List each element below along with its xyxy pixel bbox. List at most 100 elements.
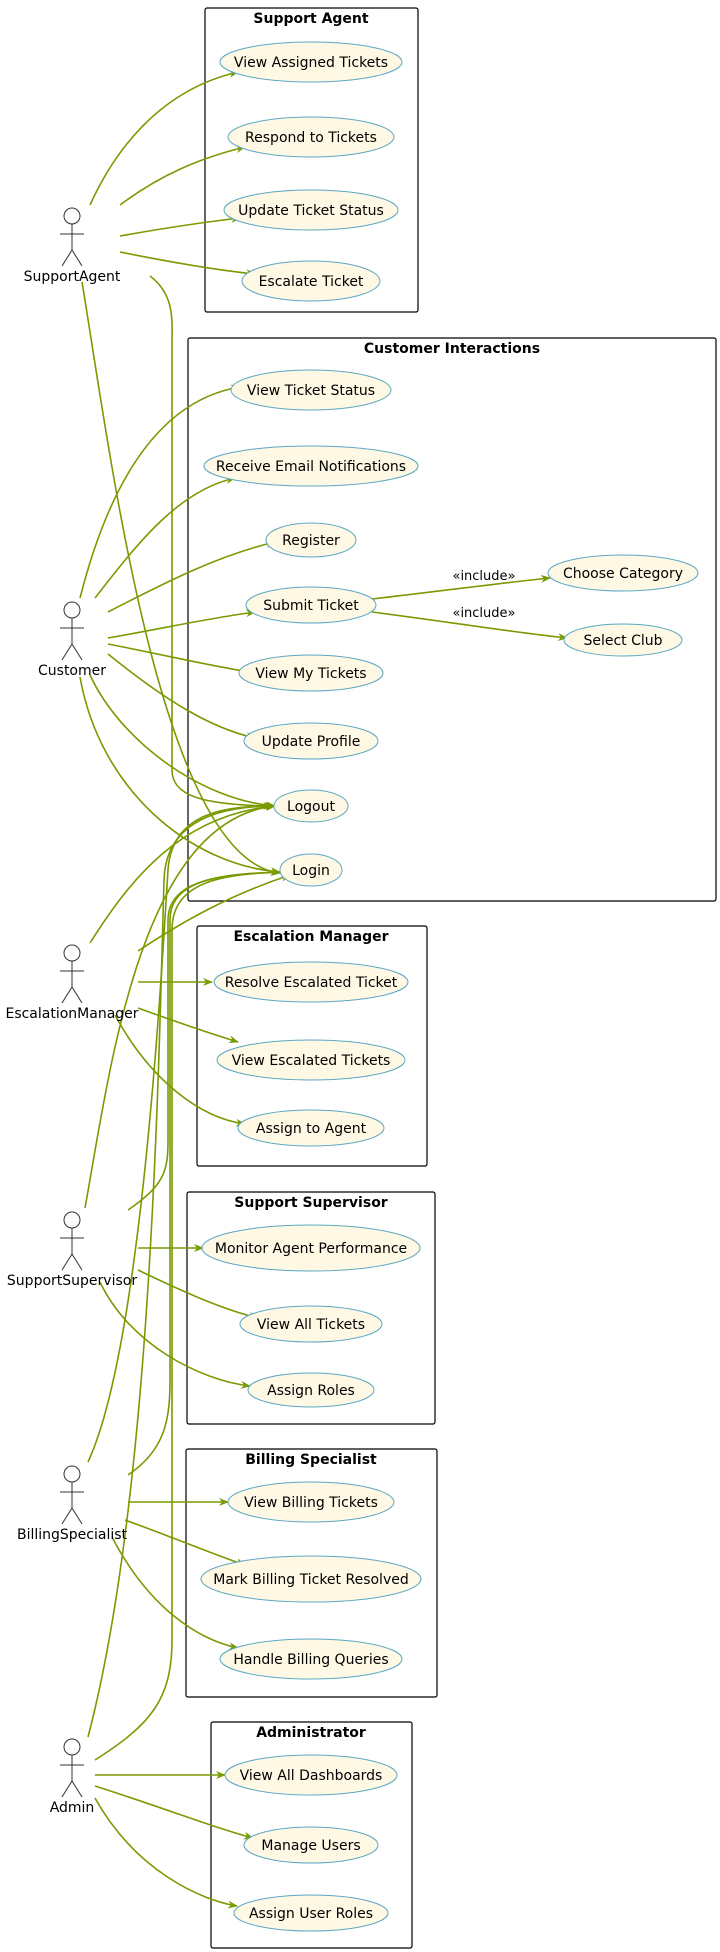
- package-customer-interactions: Customer Interactions: [187, 337, 717, 902]
- edge: [94, 476, 236, 599]
- svg-text:View Escalated Tickets: View Escalated Tickets: [232, 1053, 391, 1069]
- actor-label: EscalationManager: [5, 1006, 138, 1022]
- package-billing-specialist: Billing Specialist: [185, 1448, 438, 1698]
- actor-escalation-manager[interactable]: EscalationManager: [5, 944, 139, 1022]
- svg-text:View Billing Tickets: View Billing Tickets: [244, 1495, 378, 1511]
- use-case-update-profile[interactable]: Update Profile: [243, 722, 379, 760]
- svg-text:Handle Billing Queries: Handle Billing Queries: [233, 1652, 388, 1668]
- edge: [107, 643, 251, 675]
- svg-text:Submit Ticket: Submit Ticket: [263, 598, 359, 614]
- use-case-view-escalated-tickets[interactable]: View Escalated Tickets: [216, 1039, 406, 1081]
- package-support-supervisor: Support Supervisor: [186, 1191, 436, 1425]
- actor-support-agent[interactable]: SupportAgent: [24, 207, 121, 285]
- svg-text:Resolve Escalated Ticket: Resolve Escalated Ticket: [225, 975, 398, 991]
- edge: [119, 215, 241, 237]
- svg-text:Choose Category: Choose Category: [563, 566, 683, 582]
- actor-label: Admin: [50, 1800, 95, 1816]
- use-case-escalate-ticket[interactable]: Escalate Ticket: [241, 260, 381, 302]
- actor-customer[interactable]: Customer: [38, 601, 106, 679]
- svg-text:Assign Roles: Assign Roles: [267, 1383, 355, 1399]
- actor-label: Customer: [38, 663, 106, 679]
- svg-text:Monitor Agent Performance: Monitor Agent Performance: [215, 1241, 407, 1257]
- actor-billing-specialist[interactable]: BillingSpecialist: [17, 1465, 128, 1543]
- package-title: Billing Specialist: [245, 1452, 377, 1468]
- svg-text:Update Profile: Update Profile: [262, 734, 361, 750]
- svg-text:Respond to Tickets: Respond to Tickets: [245, 130, 377, 146]
- svg-text:Manage Users: Manage Users: [261, 1838, 360, 1854]
- svg-text:View All Tickets: View All Tickets: [257, 1317, 365, 1333]
- actor-admin[interactable]: Admin: [50, 1738, 95, 1816]
- package-support-agent: Support Agent: [204, 7, 419, 313]
- use-case-login[interactable]: Login: [279, 853, 343, 887]
- use-case-view-billing-tickets[interactable]: View Billing Tickets: [227, 1481, 395, 1523]
- use-case-assign-roles[interactable]: Assign Roles: [247, 1372, 375, 1408]
- edge: [79, 384, 241, 599]
- svg-text:View Ticket Status: View Ticket Status: [247, 383, 375, 399]
- svg-text:Assign to Agent: Assign to Agent: [256, 1121, 367, 1137]
- use-case-assign-to-agent[interactable]: Assign to Agent: [237, 1109, 385, 1147]
- edge: [149, 275, 273, 810]
- edge: [119, 145, 246, 206]
- use-case-register[interactable]: Register: [265, 522, 357, 558]
- use-case-view-assigned-tickets[interactable]: View Assigned Tickets: [219, 41, 403, 83]
- edge: [79, 676, 281, 876]
- edges: [79, 70, 568, 1909]
- edge: [107, 540, 276, 613]
- edge: [137, 1269, 259, 1320]
- use-case-logout[interactable]: Logout: [273, 789, 349, 823]
- use-case-respond-to-tickets[interactable]: Respond to Tickets: [227, 116, 395, 158]
- svg-text:View Assigned Tickets: View Assigned Tickets: [234, 55, 388, 71]
- actor-label: BillingSpecialist: [17, 1527, 128, 1543]
- svg-text:Escalate Ticket: Escalate Ticket: [259, 274, 364, 290]
- use-case-manage-users[interactable]: Manage Users: [243, 1826, 379, 1864]
- actor-label: SupportAgent: [24, 269, 121, 285]
- use-case-assign-user-roles[interactable]: Assign User Roles: [233, 1894, 389, 1932]
- use-case-resolve-escalated-ticket[interactable]: Resolve Escalated Ticket: [213, 961, 409, 1003]
- svg-text:Logout: Logout: [287, 799, 335, 815]
- edge: [89, 674, 276, 810]
- package-title: Escalation Manager: [233, 929, 388, 945]
- edge: [124, 1519, 246, 1566]
- package-title: Customer Interactions: [364, 341, 540, 357]
- use-case-submit-ticket[interactable]: Submit Ticket: [245, 586, 377, 624]
- svg-text:Assign User Roles: Assign User Roles: [249, 1906, 373, 1922]
- use-case-view-my-tickets[interactable]: View My Tickets: [238, 654, 384, 692]
- use-case-select-club[interactable]: Select Club: [563, 623, 683, 657]
- include-edge: [371, 611, 568, 642]
- edge: [99, 1281, 251, 1389]
- include-edge: [371, 574, 551, 600]
- edge: [89, 70, 239, 206]
- use-case-update-ticket-status[interactable]: Update Ticket Status: [223, 189, 399, 231]
- include-label: «include»: [452, 606, 515, 621]
- actor-support-supervisor[interactable]: SupportSupervisor: [7, 1211, 137, 1289]
- edge: [87, 802, 276, 1738]
- svg-text:Register: Register: [282, 533, 340, 549]
- use-case-view-all-tickets[interactable]: View All Tickets: [239, 1305, 383, 1343]
- package-title: Support Supervisor: [234, 1195, 388, 1211]
- edge: [119, 251, 256, 278]
- edge: [137, 874, 291, 952]
- use-case-view-all-dashboards[interactable]: View All Dashboards: [224, 1754, 398, 1796]
- svg-text:View My Tickets: View My Tickets: [255, 666, 366, 682]
- use-case-monitor-agent-performance[interactable]: Monitor Agent Performance: [201, 1224, 421, 1272]
- use-case-receive-email-notifications[interactable]: Receive Email Notifications: [203, 445, 419, 487]
- edge: [94, 1785, 254, 1840]
- edge: [94, 1797, 238, 1909]
- package-title: Administrator: [256, 1725, 366, 1741]
- svg-text:Receive Email Notifications: Receive Email Notifications: [216, 459, 406, 475]
- edge: [81, 281, 281, 876]
- edge: [114, 1014, 246, 1127]
- svg-text:Mark Billing Ticket Resolved: Mark Billing Ticket Resolved: [213, 1572, 408, 1588]
- edge: [137, 1007, 239, 1044]
- svg-text:Update Ticket Status: Update Ticket Status: [238, 203, 384, 219]
- svg-text:Login: Login: [292, 863, 330, 879]
- use-case-view-ticket-status[interactable]: View Ticket Status: [230, 369, 392, 411]
- include-label: «include»: [452, 569, 515, 584]
- use-case-choose-category[interactable]: Choose Category: [547, 554, 699, 592]
- use-case-mark-billing-ticket-resolved[interactable]: Mark Billing Ticket Resolved: [200, 1555, 422, 1603]
- edge: [94, 868, 293, 1761]
- edge: [89, 802, 276, 944]
- use-case-handle-billing-queries[interactable]: Handle Billing Queries: [219, 1638, 403, 1680]
- svg-text:View All Dashboards: View All Dashboards: [240, 1768, 383, 1784]
